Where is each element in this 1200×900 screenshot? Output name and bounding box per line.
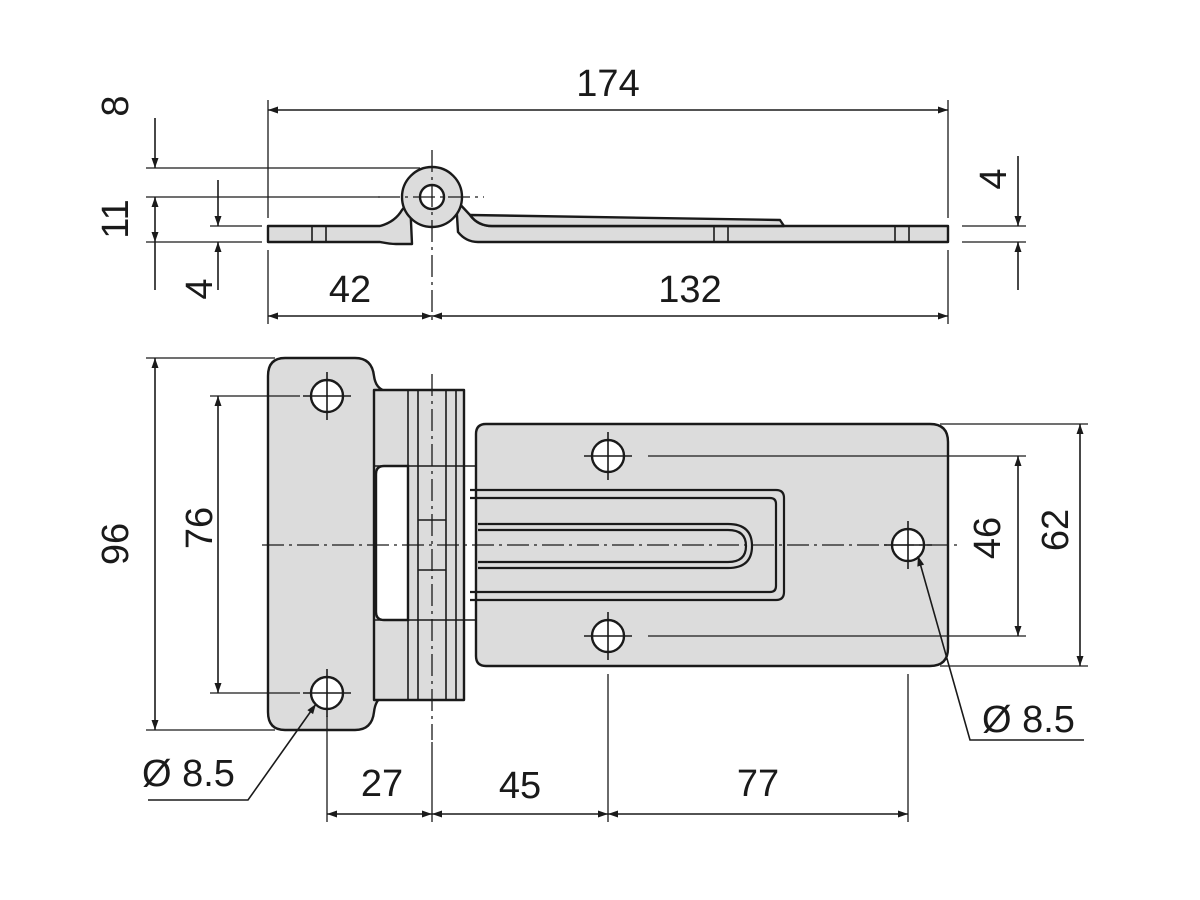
dim-right-hole-offset-1: 45 bbox=[499, 765, 541, 807]
top-left-leaf bbox=[266, 356, 394, 732]
top-dimensions: 96 76 46 62 27 45 77 Ø 8.5 Ø 8.5 bbox=[95, 357, 1088, 822]
side-left-leaf bbox=[266, 198, 414, 246]
dim-leaf-thickness-right: 4 bbox=[973, 168, 1015, 189]
dim-left-hole-spacing: 76 bbox=[179, 507, 221, 549]
dim-overall-length: 174 bbox=[576, 63, 639, 105]
dim-left-leaf-width: 96 bbox=[95, 523, 137, 565]
dim-knuckle-height: 11 bbox=[95, 199, 137, 238]
dim-hole-dia-left: Ø 8.5 bbox=[142, 753, 235, 795]
dim-pin-offset: 8 bbox=[95, 95, 137, 116]
dim-left-leaf-length: 42 bbox=[329, 269, 371, 311]
dim-right-leaf-length: 132 bbox=[658, 269, 721, 311]
top-view bbox=[262, 356, 960, 740]
top-knuckle-slot bbox=[374, 464, 410, 622]
side-right-leaf-rib bbox=[468, 213, 786, 228]
dim-leaf-thickness-left: 4 bbox=[179, 278, 221, 299]
dim-right-hole-offset-2: 77 bbox=[737, 763, 779, 805]
dim-left-hole-offset: 27 bbox=[361, 763, 403, 805]
dim-right-hole-spacing: 46 bbox=[967, 517, 1009, 559]
top-rib bbox=[470, 488, 786, 602]
dim-hole-dia-right: Ø 8.5 bbox=[982, 699, 1075, 741]
side-dimensions: 174 42 132 8 11 4 4 bbox=[95, 63, 1026, 324]
side-view bbox=[266, 150, 950, 322]
dim-right-leaf-width: 62 bbox=[1035, 509, 1077, 551]
